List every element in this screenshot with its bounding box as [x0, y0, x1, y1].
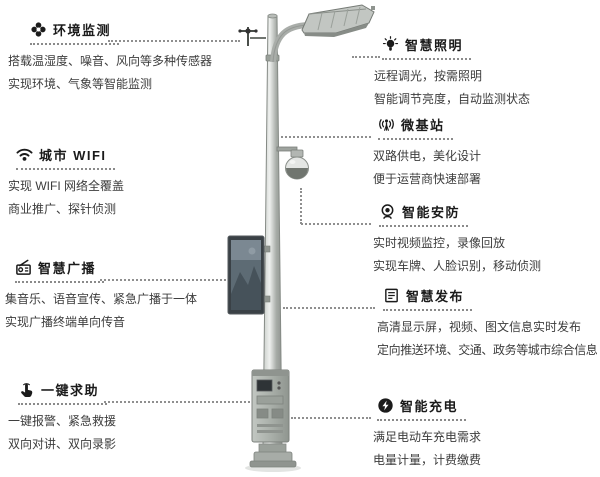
feature-title: 城市 WIFI	[39, 148, 107, 163]
feature-desc-line: 实现广播终端单向传音	[5, 315, 126, 329]
bulb-icon	[382, 36, 399, 53]
feature-title: 智能充电	[400, 399, 459, 414]
feature-header: 智慧发布	[383, 286, 473, 311]
feature-env-monitoring: 环境监测 搭载温湿度、噪音、风向等多种传感器 实现环境、气象等智能监测	[8, 20, 212, 91]
feature-desc-line: 双向对讲、双向录影	[8, 437, 117, 451]
feature-one-key-help: 一键求助 一键报警、紧急救援 双向对讲、双向录影	[8, 380, 116, 451]
wifi-icon	[16, 146, 33, 163]
feature-title: 一键求助	[41, 383, 100, 398]
feature-desc-line: 实现车牌、人脸识别，移动侦测	[373, 259, 542, 273]
feature-desc-line: 实现环境、气象等智能监测	[8, 77, 153, 91]
display-icon	[383, 287, 400, 304]
radio-icon	[15, 259, 32, 276]
charging-cabinet	[251, 369, 290, 443]
hand-tap-icon	[18, 381, 35, 398]
webcam-icon	[379, 203, 396, 220]
feature-desc-line: 远程调光，按需照明	[374, 69, 483, 83]
feature-desc-line: 商业推广、探针侦测	[8, 202, 117, 216]
feature-title: 智慧照明	[405, 38, 464, 53]
connector-smart-publish	[283, 307, 375, 309]
connector-env-monitoring	[108, 40, 240, 42]
connector-smart-security-vertical	[300, 188, 302, 224]
feature-desc-line: 定向推送环境、交通、政务等城市综合信息	[377, 343, 598, 357]
feature-header: 微基站	[378, 115, 453, 140]
feature-desc-line: 智能调节亮度，自动监测状态	[374, 92, 531, 106]
feature-smart-publish: 智慧发布 高清显示屏，视频、图文信息实时发布 定向推送环境、交通、政务等城市综合…	[377, 286, 598, 357]
feature-smart-security: 智能安防 实时视频监控，录像回放 实现车牌、人脸识别，移动侦测	[373, 202, 541, 273]
feature-desc-line: 实现 WIFI 网络全覆盖	[8, 179, 124, 193]
feature-desc-line: 便于运营商快速部署	[373, 172, 482, 186]
feature-desc-line: 搭载温湿度、噪音、风向等多种传感器	[8, 54, 213, 68]
sensor-icon	[30, 21, 47, 38]
feature-header: 环境监测	[30, 20, 120, 45]
feature-title: 智能安防	[402, 205, 461, 220]
pole-base	[245, 443, 301, 472]
connector-smart-broadcast	[100, 279, 226, 281]
connector-one-key-help	[104, 401, 250, 403]
feature-title: 环境监测	[53, 23, 112, 38]
feature-title: 智慧发布	[406, 289, 465, 304]
led-display-screen	[227, 235, 271, 315]
feature-smart-lighting: 智慧照明 远程调光，按需照明 智能调节亮度，自动监测状态	[374, 35, 530, 106]
feature-header: 一键求助	[18, 380, 108, 405]
feature-title: 智慧广播	[38, 261, 97, 276]
feature-desc-line: 满足电动车充电需求	[373, 430, 482, 444]
connector-smart-lighting	[352, 56, 380, 58]
feature-desc-line: 高清显示屏，视频、图文信息实时发布	[377, 320, 582, 334]
charging-icon	[377, 397, 394, 414]
feature-smart-charging: 智能充电 满足电动车充电需求 电量计量，计费缴费	[373, 396, 481, 467]
feature-desc-line: 集音乐、语音宣传、紧急广播于一体	[5, 292, 198, 306]
lamp-arm-and-head	[270, 4, 375, 63]
feature-micro-base-station: 微基站 双路供电，美化设计 便于运营商快速部署	[373, 115, 481, 186]
weather-sensor	[238, 27, 266, 46]
feature-desc-line: 实时视频监控，录像回放	[373, 236, 506, 250]
feature-header: 智能安防	[379, 202, 469, 227]
feature-header: 智慧照明	[382, 35, 472, 60]
feature-smart-broadcast: 智慧广播 集音乐、语音宣传、紧急广播于一体 实现广播终端单向传音	[5, 258, 197, 329]
feature-header: 智能充电	[377, 396, 467, 421]
feature-header: 智慧广播	[15, 258, 105, 283]
feature-header: 城市 WIFI	[16, 145, 115, 170]
connector-smart-charging	[291, 417, 371, 419]
connector-micro-base-station	[281, 136, 371, 138]
antenna-icon	[378, 116, 395, 133]
feature-desc-line: 双路供电，美化设计	[373, 149, 482, 163]
ptz-camera-dome	[276, 146, 309, 180]
connector-smart-security	[301, 223, 371, 225]
feature-desc-line: 一键报警、紧急救援	[8, 414, 117, 428]
feature-title: 微基站	[401, 118, 445, 133]
feature-desc-line: 电量计量，计费缴费	[373, 453, 482, 467]
feature-city-wifi: 城市 WIFI 实现 WIFI 网络全覆盖 商业推广、探针侦测	[8, 145, 124, 216]
